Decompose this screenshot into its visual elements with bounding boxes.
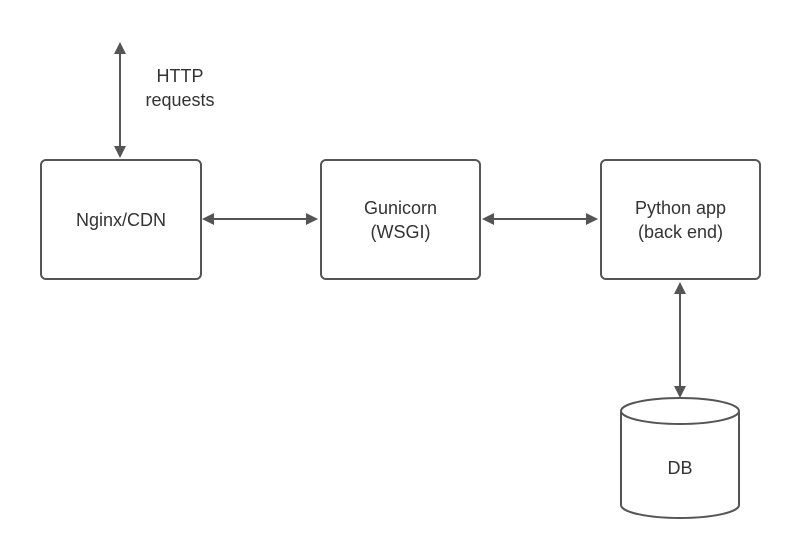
gunicorn-node: Gunicorn (WSGI) xyxy=(320,159,481,280)
python-app-label-line2: (back end) xyxy=(637,221,724,242)
http-label-line1: HTTP xyxy=(156,66,204,86)
http-label-line2: requests xyxy=(145,90,215,110)
db-label: DB xyxy=(667,458,693,478)
nginx-cdn-node: Nginx/CDN xyxy=(40,159,202,280)
python-app-node: Python app (back end) xyxy=(600,159,761,280)
db-cylinder xyxy=(620,397,740,519)
http-requests-label: HTTP requests xyxy=(128,64,232,112)
nginx-cdn-label: Nginx/CDN xyxy=(75,209,167,230)
gunicorn-label-line1: Gunicorn xyxy=(363,197,438,218)
python-app-label-line1: Python app xyxy=(634,197,727,218)
gunicorn-label-line2: (WSGI) xyxy=(370,221,431,242)
